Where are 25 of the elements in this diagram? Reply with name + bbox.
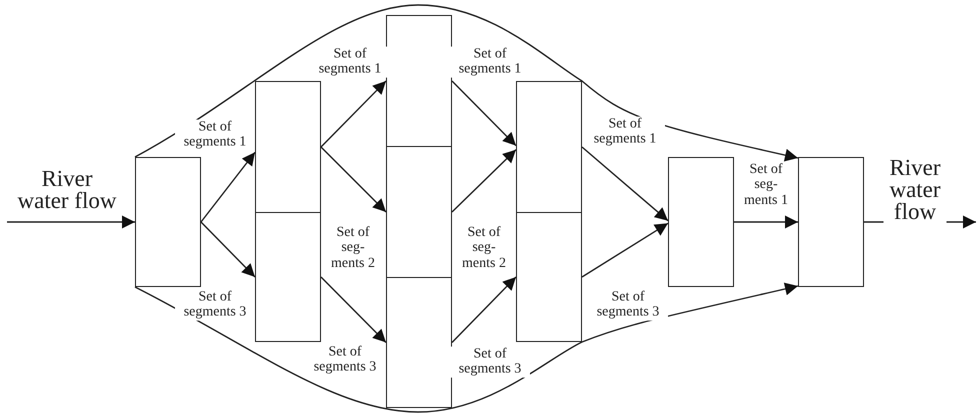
arrow (320, 146, 386, 212)
arrow (582, 146, 668, 222)
arrow (452, 276, 516, 343)
arrow (200, 152, 256, 222)
arrow (452, 149, 516, 212)
arrow (7, 216, 135, 228)
edge-label: Set of segments 3 (450, 346, 530, 378)
curved-arrow (134, 282, 798, 413)
process-box (668, 157, 734, 287)
process-box (798, 157, 864, 287)
curved-arrow (134, 4, 798, 162)
arrow (734, 216, 798, 228)
process-box (386, 277, 452, 408)
arrow (200, 222, 256, 278)
arrow (320, 276, 386, 343)
process-box (516, 81, 582, 213)
process-box (386, 146, 452, 278)
arrow (320, 80, 386, 148)
process-box (135, 157, 201, 287)
arrow (452, 80, 516, 146)
flow-label: River water flow (884, 157, 946, 223)
process-box (255, 81, 321, 213)
process-box (516, 212, 582, 342)
arrow (582, 222, 668, 278)
process-box (255, 212, 321, 342)
